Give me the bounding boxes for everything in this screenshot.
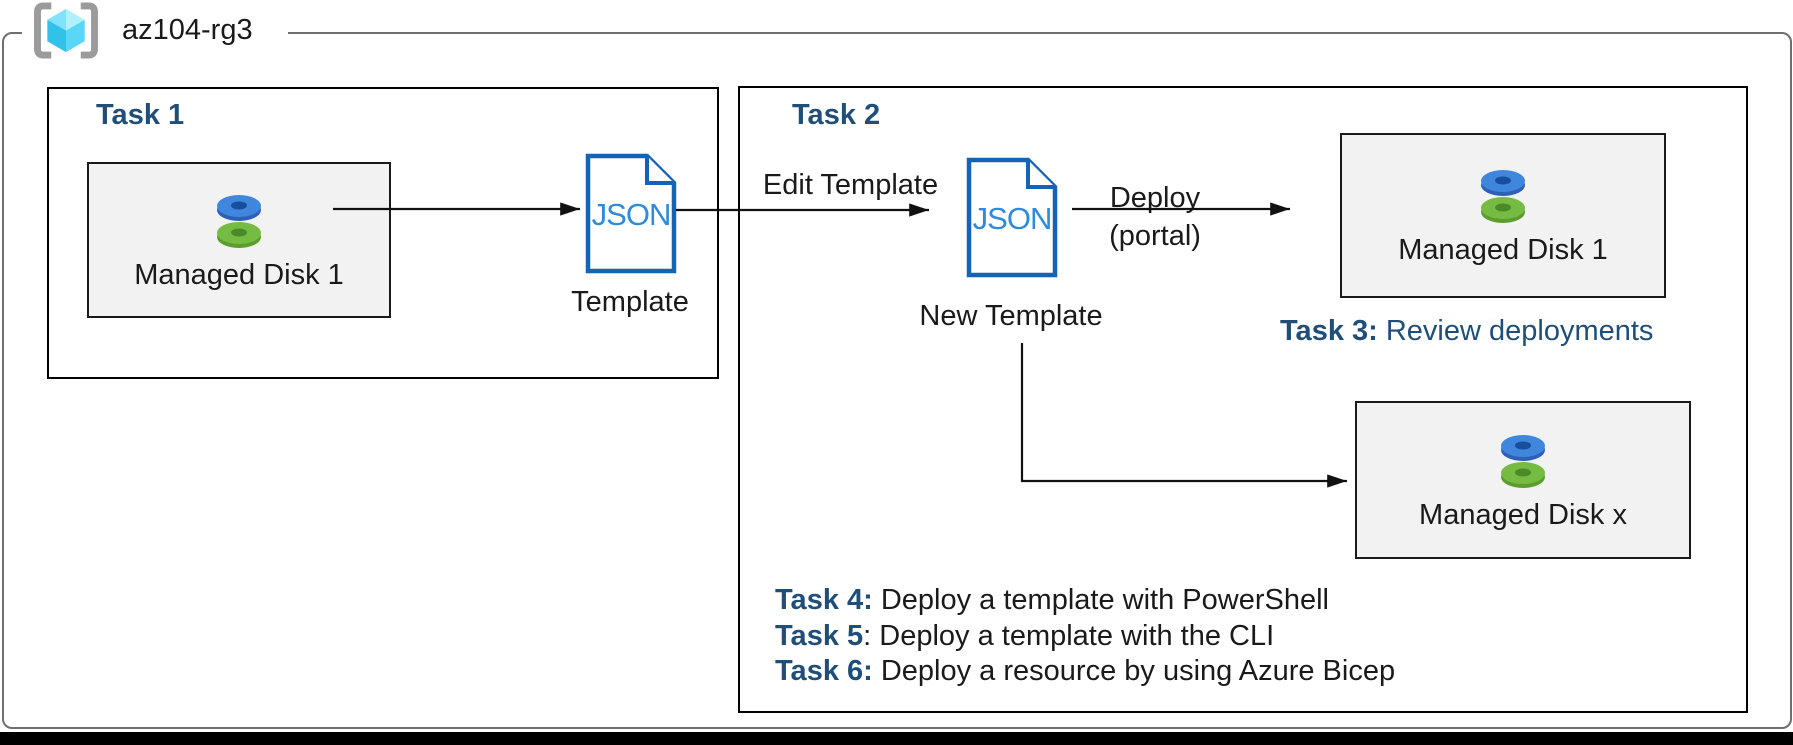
edit-template-arrow-label: Edit Template [762,169,939,201]
task2-heading: Task 2 [792,99,881,131]
bottom-black-bar [0,732,1793,745]
managed-disk-1-label: Managed Disk 1 [134,258,344,291]
task6-prefix: Task 6: [775,655,873,687]
resource-group-icon [34,2,98,59]
task5-line: Task 5: Deploy a template with the CLI [775,619,1395,655]
json-new-template-icon: JSON [966,157,1058,278]
template-caption: Template [571,286,689,318]
task4-text: Deploy a template with PowerShell [872,584,1329,616]
task-list: Task 4: Deploy a template with PowerShel… [775,583,1395,690]
frame-border-gap [22,26,288,40]
resource-group-name: az104-rg3 [122,14,253,46]
json-icon-text: JSON [973,201,1052,236]
task5-text: : Deploy a template with the CLI [863,619,1275,652]
task6-text: Deploy a resource by using Azure Bicep [872,655,1396,687]
task4-prefix: Task 4: [775,584,873,616]
task1-heading: Task 1 [96,99,185,131]
task6-line: Task 6: Deploy a resource by using Azure… [775,654,1395,690]
json-template-icon: JSON [585,153,677,274]
managed-disk-icon [1481,170,1525,223]
managed-disk-icon [217,194,261,248]
task3-prefix: Task 3: [1280,315,1378,347]
new-template-caption: New Template [919,300,1103,332]
managed-disk-1-box: Managed Disk 1 [87,162,391,318]
task4-line: Task 4: Deploy a template with PowerShel… [775,583,1395,619]
managed-disk-1-deployed-box: Managed Disk 1 [1340,133,1666,298]
managed-disk-icon [1501,434,1545,488]
managed-disk-x-label: Managed Disk x [1419,498,1627,531]
task5-prefix: Task 5 [775,619,864,652]
resource-group-frame [2,32,1792,729]
deploy-arrow-label: Deploy [1109,182,1201,214]
managed-disk-x-box: Managed Disk x [1355,401,1691,559]
json-icon-text: JSON [592,197,671,232]
task3-caption: Task 3: Review deployments [1280,315,1653,348]
task3-text: Review deployments [1377,315,1654,347]
managed-disk-1-label: Managed Disk 1 [1398,234,1608,266]
deploy-portal-sublabel: (portal) [1109,220,1201,252]
